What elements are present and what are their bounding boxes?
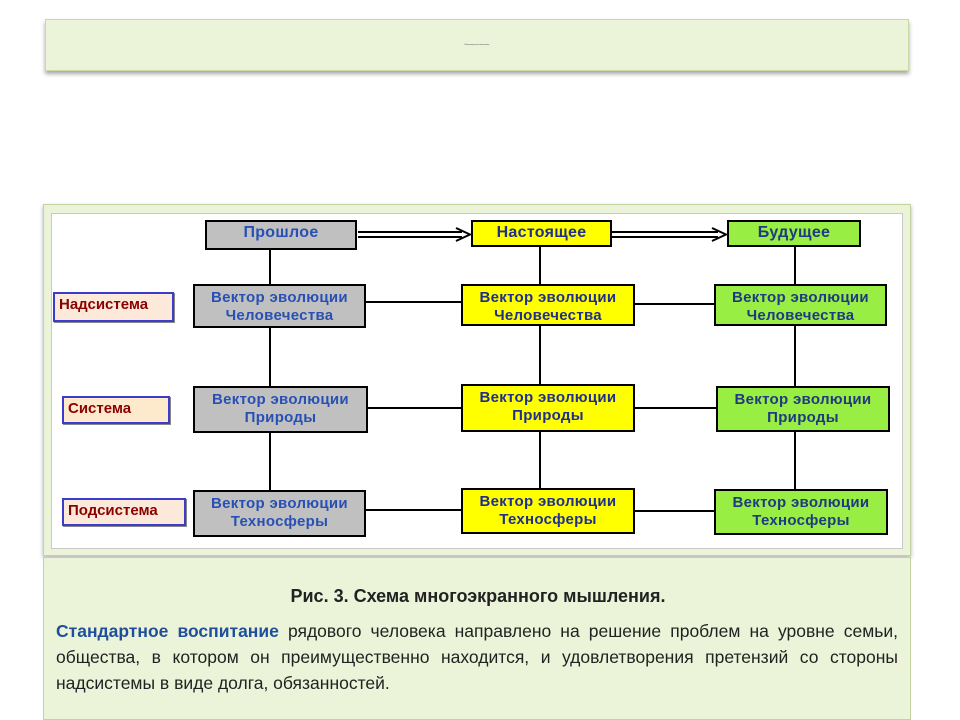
vector-box-nature-future: Вектор эволюции Природы (716, 386, 890, 432)
time-header-future: Будущее (727, 220, 861, 247)
vector-box-nature-present: Вектор эволюции Природы (461, 384, 635, 432)
vector-box-technosphere-past: Вектор эволюции Техносферы (193, 490, 366, 537)
vector-box-line1: Вектор эволюции (211, 289, 348, 306)
vector-box-line1: Вектор эволюции (732, 494, 870, 511)
arrow-head (455, 227, 473, 242)
vector-box-humanity-future: Вектор эволюции Человечества (714, 284, 887, 326)
level-label-system: Система (62, 396, 170, 424)
caption-panel: Рис. 3. Схема многоэкранного мышления. С… (43, 557, 911, 720)
vector-box-humanity-past: Вектор эволюции Человечества (193, 284, 366, 328)
arrow-head (711, 227, 729, 242)
vector-box-line1: Вектор эволюции (479, 493, 617, 510)
vector-box-technosphere-present: Вектор эволюции Техносферы (461, 488, 635, 534)
vector-box-nature-past: Вектор эволюции Природы (193, 386, 368, 433)
vector-box-line2: Техносферы (752, 512, 850, 529)
vector-box-line2: Человечества (746, 307, 855, 324)
vector-box-line1: Вектор эволюции (211, 495, 348, 512)
vector-box-humanity-present: Вектор эволюции Человечества (461, 284, 635, 326)
vector-box-line1: Вектор эволюции (479, 289, 617, 306)
figure-caption-title: Рис. 3. Схема многоэкранного мышления. (290, 586, 666, 606)
vector-box-technosphere-future: Вектор эволюции Техносферы (714, 489, 888, 535)
diagram-connectors (269, 227, 796, 512)
time-header-past: Прошлое (205, 220, 357, 250)
level-label-supersystem: Надсистема (53, 292, 174, 322)
vector-box-line2: Человечества (225, 307, 334, 324)
vector-box-line1: Вектор эволюции (732, 289, 869, 306)
time-header-present: Настоящее (471, 220, 612, 247)
vector-box-line2: Человечества (494, 307, 602, 324)
vector-box-line1: Вектор эволюции (734, 391, 872, 408)
vector-box-line2: Техносферы (499, 511, 597, 528)
vector-box-line2: Природы (512, 407, 584, 424)
caption-body: рядового человека направлено на решение … (56, 621, 898, 693)
vector-box-line2: Природы (244, 409, 317, 426)
level-label-subsystem: Подсистема (62, 498, 186, 526)
caption-paragraph: Стандартное воспитание рядового человека… (56, 618, 898, 696)
top-banner: Многоэкранное мышление (45, 19, 909, 71)
caption-highlight: Стандартное воспитание (56, 621, 279, 641)
banner-line-1: Многоэкранное мышление (464, 44, 490, 46)
vector-box-line2: Техносферы (230, 513, 329, 530)
vector-box-line1: Вектор эволюции (212, 391, 349, 408)
vector-box-line1: Вектор эволюции (479, 389, 617, 406)
vector-box-line2: Природы (767, 409, 839, 426)
